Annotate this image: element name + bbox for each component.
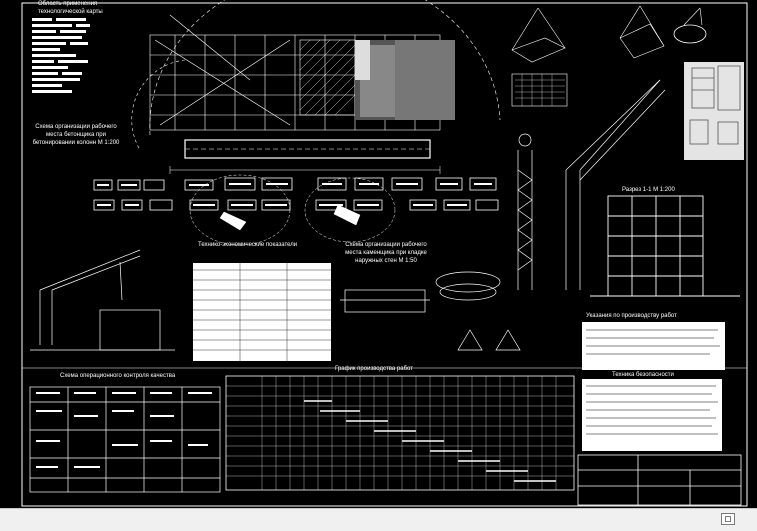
area-of-application-block — [32, 18, 90, 93]
tech-econ-grid — [193, 263, 331, 361]
sheet-frame — [21, 2, 748, 507]
safety-title: Техника безопасности — [612, 372, 674, 378]
tech-econ-table — [193, 263, 331, 361]
section-title: Разрез 1-1 М 1:200 — [622, 187, 675, 193]
column-scheme-line-2: места бетонщика при — [46, 132, 106, 138]
drawing-canvas — [21, 0, 748, 507]
isometric-hatch — [515, 74, 565, 106]
qc-table-text — [36, 392, 212, 468]
concrete-bucket-icons — [219, 204, 361, 231]
section-building — [590, 195, 740, 297]
tower-crane-right — [517, 79, 666, 290]
qc-table — [29, 386, 221, 493]
isometric-details — [511, 5, 707, 107]
slab-scheme — [340, 271, 521, 351]
column-scheme-circles — [189, 174, 396, 246]
area-title-2: технологической карты — [38, 9, 103, 15]
tower-crane-left — [30, 249, 175, 351]
schedule-bars — [304, 400, 556, 482]
slab-scheme-line-3: наружных стен М 1:50 — [355, 258, 417, 264]
column-scheme-line-1: Схема организации рабочего — [35, 124, 117, 130]
scroll-corner-icon[interactable] — [721, 513, 735, 525]
column-scheme-line-3: бетонировании колонн М 1:200 — [32, 140, 120, 146]
tech-econ-title: Технико-экономические показатели — [198, 242, 298, 248]
crane-track-dims — [169, 166, 441, 174]
safety-text-block — [582, 379, 722, 451]
element-blocks — [93, 177, 499, 211]
formwork-photo-content — [689, 65, 741, 145]
slab-scheme-line-1: Схема организации рабочего — [345, 242, 427, 248]
schedule-title: График производства работ — [335, 366, 413, 372]
instructions-title: Указания по производству работ — [586, 313, 677, 319]
schedule-grid — [226, 376, 574, 490]
block-text-marks — [97, 183, 492, 206]
area-title: Область применения — [38, 1, 98, 7]
plan-hatch-areas — [299, 39, 455, 120]
plan-crane-path — [184, 139, 431, 159]
qc-scheme-title: Схема операционного контроля качества — [60, 373, 176, 379]
viewer-bottom-bar — [0, 508, 757, 531]
text-lines — [586, 329, 720, 435]
title-block — [577, 454, 742, 506]
schedule-table — [225, 375, 575, 491]
slab-scheme-line-2: места каменщика при кладке — [345, 250, 427, 256]
